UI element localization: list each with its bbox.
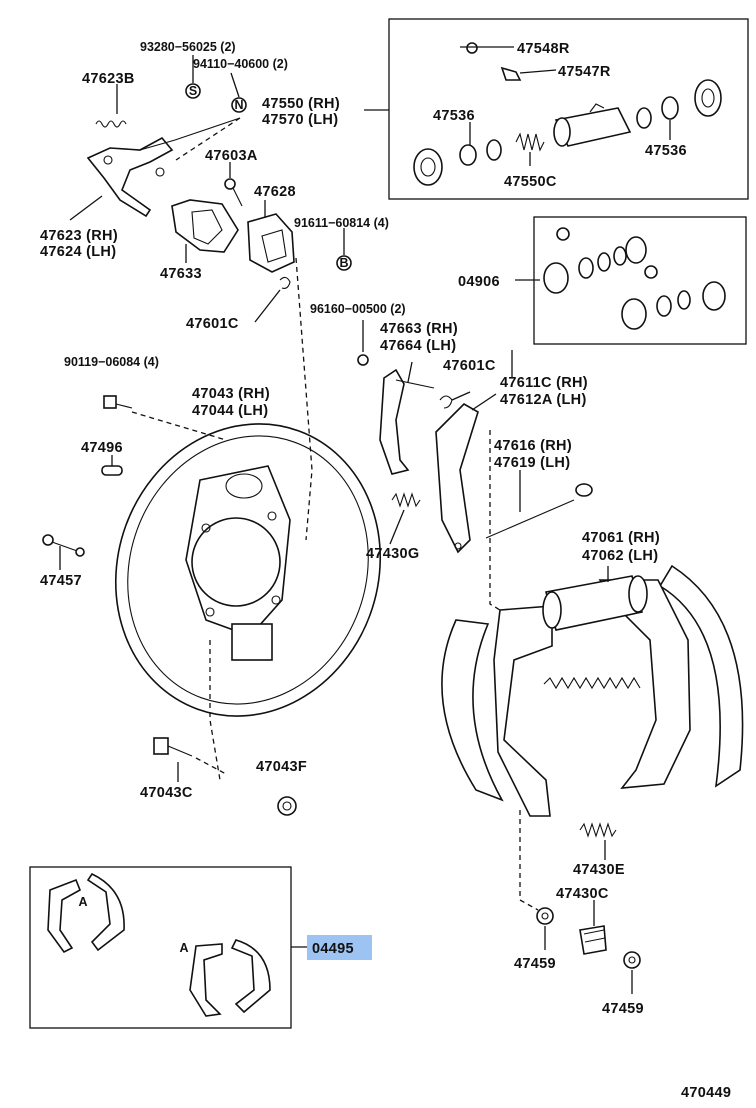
- label-47430e: 47430E: [573, 862, 625, 878]
- badge-s: S: [189, 84, 197, 98]
- label-47430c: 47430C: [556, 886, 609, 902]
- label-47603a: 47603A: [205, 148, 258, 164]
- clip-47601c: [279, 276, 291, 289]
- bolt-47457: [42, 534, 85, 557]
- label-47611c: 47611C (RH): [500, 375, 588, 391]
- washer-93280: S: [185, 83, 201, 99]
- clip-47601c-b: [439, 395, 453, 409]
- label-47459-a: 47459: [514, 956, 556, 972]
- label-47664: 47664 (LH): [380, 338, 456, 354]
- label-47612a: 47612A (LH): [500, 392, 587, 408]
- label-04906: 04906: [458, 274, 500, 290]
- kit-04906-parts: [543, 227, 726, 330]
- label-47496: 47496: [81, 440, 123, 456]
- washer-96160: [357, 354, 369, 366]
- wheel-cylinder-body: [553, 103, 632, 147]
- spring-47550c: [515, 132, 545, 152]
- label-47623: 47623 (RH): [40, 228, 118, 244]
- label-47548r: 47548R: [517, 41, 570, 57]
- nut-94110: N: [231, 97, 247, 113]
- shoe-mark-a1: A: [78, 895, 87, 909]
- label-04495[interactable]: 04495: [312, 941, 354, 957]
- body-47628: [247, 213, 295, 273]
- pin-47603a: [224, 178, 243, 207]
- badge-n: N: [234, 98, 243, 112]
- label-47570: 47570 (LH): [262, 112, 338, 128]
- label-47616: 47616 (RH): [494, 438, 572, 454]
- label-47550c: 47550C: [504, 174, 557, 190]
- plug-47496: [101, 465, 123, 476]
- label-47459-b: 47459: [602, 1001, 644, 1017]
- shoe-mark-a2: A: [179, 941, 188, 955]
- boot-right: [694, 79, 722, 117]
- label-47061: 47061 (RH): [582, 530, 660, 546]
- label-47044: 47044 (LH): [192, 403, 268, 419]
- brake-shoe-right: [598, 564, 744, 789]
- label-47663: 47663 (RH): [380, 321, 458, 337]
- label-47547r: 47547R: [558, 64, 611, 80]
- label-94110: 94110−40600 (2): [193, 57, 288, 71]
- cup-left: [486, 139, 502, 161]
- boot-left: [413, 148, 443, 186]
- label-47601c-b: 47601C: [443, 358, 496, 374]
- label-90119: 90119−06084 (4): [64, 355, 159, 369]
- brake-shoe-left: [441, 605, 553, 817]
- cable-47616: [485, 483, 593, 539]
- kit-04495-shoes: [47, 872, 271, 1017]
- piston-left: [459, 144, 477, 166]
- label-47550: 47550 (RH): [262, 96, 340, 112]
- label-47062: 47062 (LH): [582, 548, 658, 564]
- bleeder-plug-47547r: [500, 66, 522, 81]
- label-96160: 96160−00500 (2): [310, 302, 406, 316]
- badge-b: B: [339, 256, 348, 270]
- cup-right: [636, 107, 652, 129]
- label-47623b: 47623B: [82, 71, 135, 87]
- adjuster-spring: [543, 676, 641, 690]
- lever-47611c: [435, 403, 479, 554]
- label-93280: 93280−56025 (2): [140, 40, 236, 54]
- wheel-cylinder-47061: [542, 575, 648, 631]
- spring-47430g: [391, 492, 421, 508]
- bleeder-cap-47548r: [466, 42, 478, 54]
- labels: 93280−56025 (2) 94110−40600 (2) 47623B 4…: [40, 40, 731, 1101]
- label-47043c: 47043C: [140, 785, 193, 801]
- label-91611: 91611−60814 (4): [294, 216, 389, 230]
- piston-right: [661, 96, 679, 120]
- label-47536-left: 47536: [433, 108, 475, 124]
- cover-47633: [171, 199, 239, 253]
- label-47430g: 47430G: [366, 546, 419, 562]
- label-47536-right: 47536: [645, 143, 687, 159]
- spring-47430e: [579, 822, 617, 838]
- label-47628: 47628: [254, 184, 296, 200]
- highlight-04495: [307, 935, 372, 960]
- label-47601c-a: 47601C: [186, 316, 239, 332]
- bolt-91611: B: [336, 255, 352, 271]
- strut-47663: [379, 368, 435, 475]
- cup-47459a: [536, 907, 554, 925]
- spring-47430c: [579, 925, 607, 955]
- label-47043f: 47043F: [256, 759, 307, 775]
- backing-plate-47043: [114, 423, 382, 717]
- diagram-id: 470449: [681, 1085, 731, 1101]
- label-47457: 47457: [40, 573, 82, 589]
- bolt-90119: [103, 395, 133, 409]
- lever-47623: [86, 117, 241, 218]
- spring-47623b: [95, 120, 127, 128]
- label-47043: 47043 (RH): [192, 386, 270, 402]
- label-47633: 47633: [160, 266, 202, 282]
- wheel-cylinder-box: [388, 18, 749, 200]
- label-47624: 47624 (LH): [40, 244, 116, 260]
- nut-47043f: [277, 796, 297, 816]
- cup-47459b: [623, 951, 641, 969]
- label-47619: 47619 (LH): [494, 455, 570, 471]
- bolt-47043c: [153, 737, 193, 757]
